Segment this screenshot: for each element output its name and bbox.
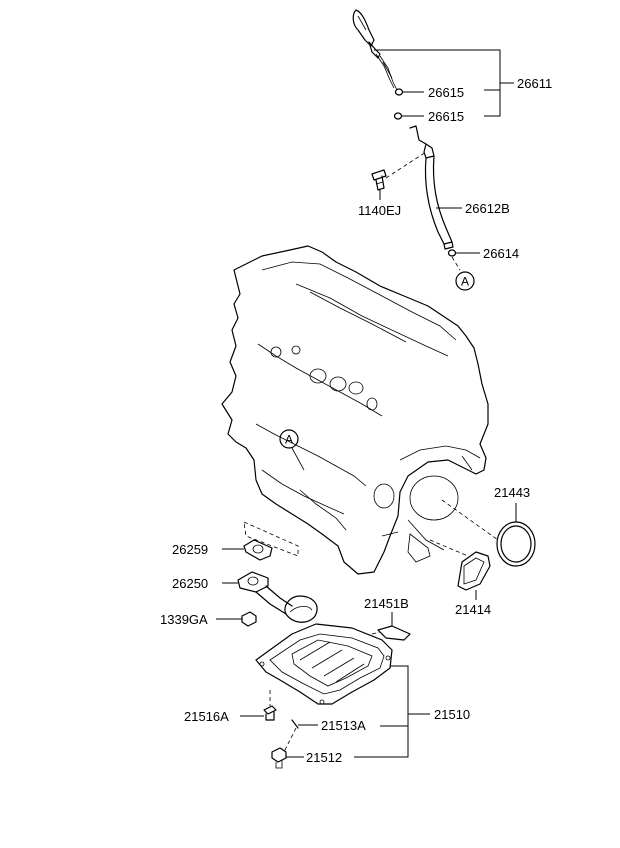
- label-21516a: 21516A: [184, 709, 229, 724]
- label-26611: 26611: [517, 76, 552, 91]
- guide-line-a: [451, 256, 461, 271]
- o-ring-lower: [393, 112, 403, 120]
- label-26614: 26614: [483, 246, 519, 261]
- label-21510: 21510: [434, 707, 470, 722]
- oil-strainer: [237, 571, 318, 623]
- bolt-21516a: [263, 690, 277, 721]
- ref-marker-top-circle: [455, 271, 475, 291]
- ref-marker-top: A: [461, 275, 469, 289]
- ref-marker-engine-line: [291, 447, 305, 471]
- label-21414: 21414: [455, 602, 491, 617]
- o-ring-bottom: [447, 249, 457, 257]
- ref-marker-engine-circle: [279, 429, 299, 449]
- bolt-1140ej: [371, 169, 387, 191]
- washer-21513a: [291, 719, 299, 729]
- o-ring-upper: [394, 88, 404, 96]
- label-26259: 26259: [172, 542, 208, 557]
- label-26615-lower: 26615: [428, 109, 464, 124]
- label-21512: 21512: [306, 750, 342, 765]
- oil-pan: [255, 623, 393, 705]
- label-1339ga: 1339GA: [160, 612, 208, 627]
- leader-lines: [216, 49, 517, 758]
- dipstick-part: [352, 9, 398, 91]
- label-21513a: 21513A: [321, 718, 366, 733]
- ref-marker-engine: A: [285, 433, 293, 447]
- label-26612b: 26612B: [465, 201, 510, 216]
- label-26250: 26250: [172, 576, 208, 591]
- strainer-gasket: [243, 521, 299, 561]
- label-1140ej: 1140EJ: [358, 203, 401, 218]
- label-21451b: 21451B: [364, 596, 409, 611]
- label-26615-upper: 26615: [428, 85, 464, 100]
- baffle-21451b: [371, 625, 411, 641]
- engine-block: [221, 245, 489, 575]
- cover-plate: [429, 539, 491, 591]
- drain-guide-line: [283, 727, 297, 753]
- dipstick-guide-tube: [385, 125, 454, 250]
- nut-1339ga: [241, 611, 257, 627]
- drain-plug-21512: [271, 747, 287, 769]
- label-21443: 21443: [494, 485, 530, 500]
